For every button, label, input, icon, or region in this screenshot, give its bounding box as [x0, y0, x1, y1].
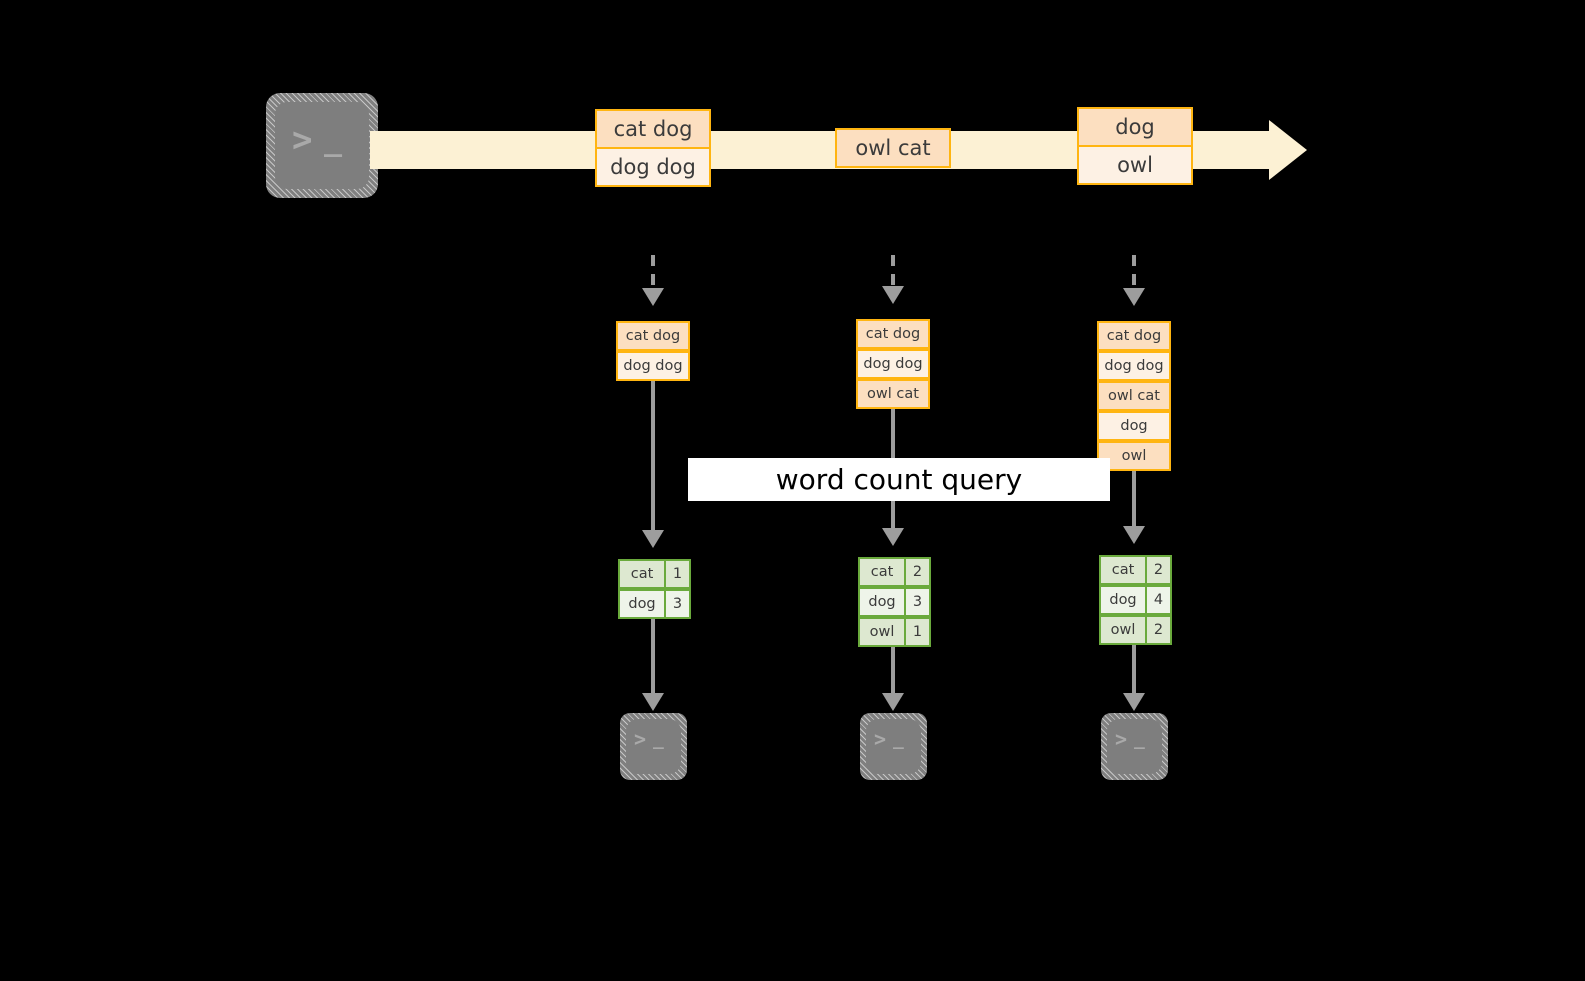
stream-to-snapshot-connector — [651, 255, 655, 289]
snapshot-row[interactable]: cat dog — [1097, 321, 1171, 351]
terminal-cursor-icon: _ — [893, 729, 904, 750]
terminal-chevron-icon: > — [1115, 727, 1128, 751]
snapshot-to-result-connector — [651, 381, 655, 531]
terminal-chevron-icon: > — [292, 120, 313, 160]
result-to-sink-connector — [1132, 645, 1136, 694]
result-cell-word[interactable]: cat — [1099, 555, 1147, 585]
terminal-screen — [626, 719, 681, 774]
snapshot-row[interactable]: cat dog — [616, 321, 690, 351]
result-to-sink-connector — [891, 647, 895, 694]
result-cell-word[interactable]: dog — [1099, 585, 1147, 615]
result-cell-count[interactable]: 1 — [904, 617, 931, 647]
snapshot-to-result-arrowhead — [642, 530, 664, 548]
terminal-screen — [866, 719, 921, 774]
stream-to-snapshot-arrowhead — [1123, 288, 1145, 306]
stream-to-snapshot-arrowhead — [882, 286, 904, 304]
terminal-chevron-icon: > — [874, 727, 887, 751]
result-cell-word[interactable]: owl — [858, 617, 906, 647]
stream-to-snapshot-arrowhead — [642, 288, 664, 306]
snapshot-row[interactable]: cat dog — [856, 319, 930, 349]
sink-terminal-icon[interactable]: > _ — [1101, 713, 1168, 780]
result-to-sink-connector — [651, 619, 655, 694]
snapshot-row[interactable]: owl cat — [856, 379, 930, 409]
snapshot-row[interactable]: dog — [1097, 411, 1171, 441]
sink-terminal-icon[interactable]: > _ — [860, 713, 927, 780]
snapshot-to-result-connector — [1132, 471, 1136, 527]
result-cell-count[interactable]: 4 — [1145, 585, 1172, 615]
result-cell-word[interactable]: cat — [618, 559, 666, 589]
stream-event[interactable]: cat dog — [595, 109, 711, 149]
snapshot-row[interactable]: dog dog — [1097, 351, 1171, 381]
result-cell-word[interactable]: dog — [618, 589, 666, 619]
stream-event[interactable]: dog dog — [595, 147, 711, 187]
result-to-sink-arrowhead — [642, 693, 664, 711]
query-label: word count query — [688, 458, 1110, 501]
stream-arrow-head — [1269, 120, 1307, 180]
result-cell-word[interactable]: owl — [1099, 615, 1147, 645]
stream-to-snapshot-connector — [891, 255, 895, 287]
snapshot-row[interactable]: owl cat — [1097, 381, 1171, 411]
terminal-cursor-icon: _ — [653, 729, 664, 750]
stream-event[interactable]: owl — [1077, 145, 1193, 185]
snapshot-to-result-arrowhead — [882, 528, 904, 546]
terminal-cursor-icon: _ — [1134, 729, 1145, 750]
result-cell-count[interactable]: 2 — [1145, 555, 1172, 585]
sink-terminal-icon[interactable]: > _ — [620, 713, 687, 780]
snapshot-row[interactable]: dog dog — [856, 349, 930, 379]
result-cell-count[interactable]: 3 — [664, 589, 691, 619]
terminal-chevron-icon: > — [634, 727, 647, 751]
terminal-screen — [275, 102, 369, 189]
result-to-sink-arrowhead — [882, 693, 904, 711]
terminal-screen — [1107, 719, 1162, 774]
terminal-cursor-icon: _ — [324, 123, 343, 158]
result-cell-count[interactable]: 2 — [904, 557, 931, 587]
result-cell-count[interactable]: 2 — [1145, 615, 1172, 645]
result-cell-count[interactable]: 3 — [904, 587, 931, 617]
stream-event[interactable]: owl cat — [835, 128, 951, 168]
source-terminal-icon[interactable]: > _ — [266, 93, 378, 198]
result-to-sink-arrowhead — [1123, 693, 1145, 711]
snapshot-to-result-arrowhead — [1123, 526, 1145, 544]
result-cell-word[interactable]: dog — [858, 587, 906, 617]
result-cell-count[interactable]: 1 — [664, 559, 691, 589]
stream-to-snapshot-connector — [1132, 255, 1136, 289]
result-cell-word[interactable]: cat — [858, 557, 906, 587]
stream-event[interactable]: dog — [1077, 107, 1193, 147]
snapshot-row[interactable]: dog dog — [616, 351, 690, 381]
